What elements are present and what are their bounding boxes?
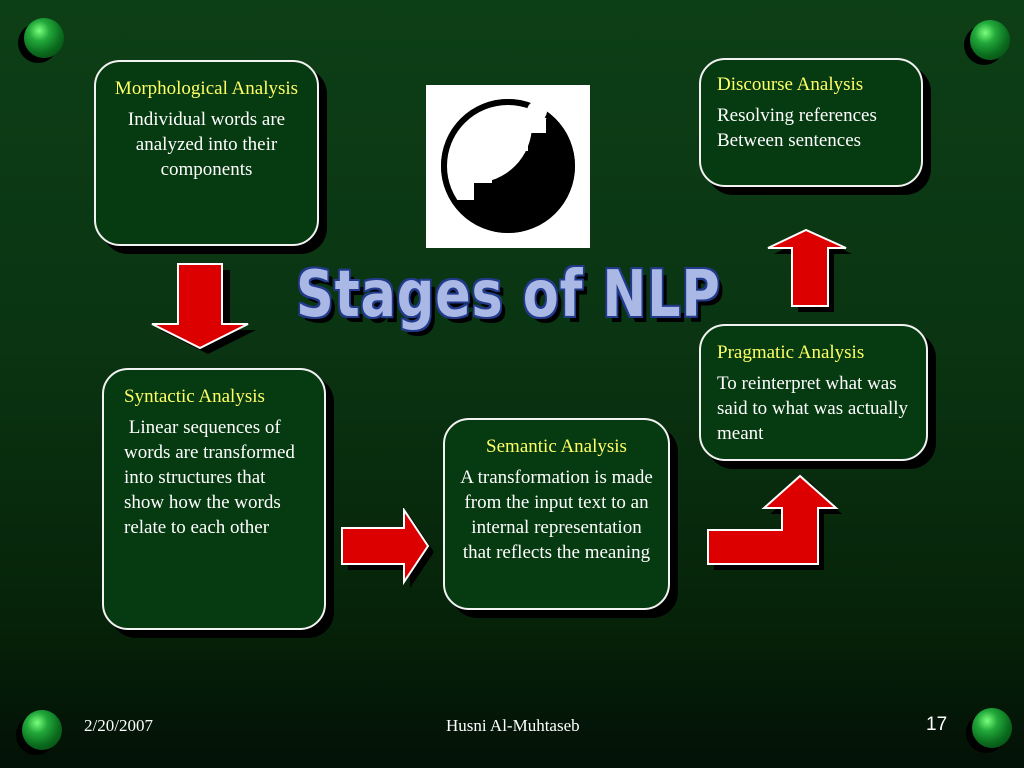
pragmatic-analysis-text: To reinterpret what was said to what was… <box>717 373 909 444</box>
footer-page-number: 17 <box>926 714 948 735</box>
circle-image <box>441 99 575 233</box>
footer-author: Husni Al-Muhtaseb <box>446 716 580 735</box>
syntactic-analysis-title: Syntactic Analysis <box>124 386 265 407</box>
syntactic-analysis-text: Linear sequences of words are transforme… <box>124 417 300 538</box>
semantic-analysis-box: Semantic Analysis A transformation is ma… <box>443 418 670 610</box>
arrow-right <box>341 508 434 588</box>
pragmatic-analysis-title: Pragmatic Analysis <box>717 342 865 363</box>
morphological-analysis-text: Individual words are analyzed into their… <box>127 109 286 180</box>
corner-bullet-top-right <box>970 20 1010 60</box>
arrow-up <box>767 228 852 312</box>
corner-bullet-bottom-left <box>22 710 62 750</box>
morphological-analysis-box: Morphological Analysis Individual words … <box>94 60 319 246</box>
semantic-analysis-text: A transformation is made from the input … <box>460 467 653 563</box>
discourse-analysis-text: Resolving references Between sentences <box>717 105 877 151</box>
morphological-analysis-title: Morphological Analysis <box>114 78 299 99</box>
discourse-analysis-title: Discourse Analysis <box>717 74 864 95</box>
footer-date: 2/20/2007 <box>84 716 153 735</box>
slide-title: Stages of NLP <box>296 258 721 332</box>
pragmatic-analysis-box: Pragmatic Analysis To reinterpret what w… <box>699 324 928 461</box>
circle-picture <box>426 85 590 248</box>
corner-bullet-top-left <box>24 18 64 58</box>
syntactic-analysis-box: Syntactic Analysis Linear sequences of w… <box>102 368 326 630</box>
corner-bullet-bottom-right <box>972 708 1012 748</box>
arrow-down <box>151 263 256 354</box>
semantic-analysis-title: Semantic Analysis <box>486 436 627 457</box>
discourse-analysis-box: Discourse Analysis Resolving references … <box>699 58 923 187</box>
arrow-bent-up <box>707 474 842 570</box>
